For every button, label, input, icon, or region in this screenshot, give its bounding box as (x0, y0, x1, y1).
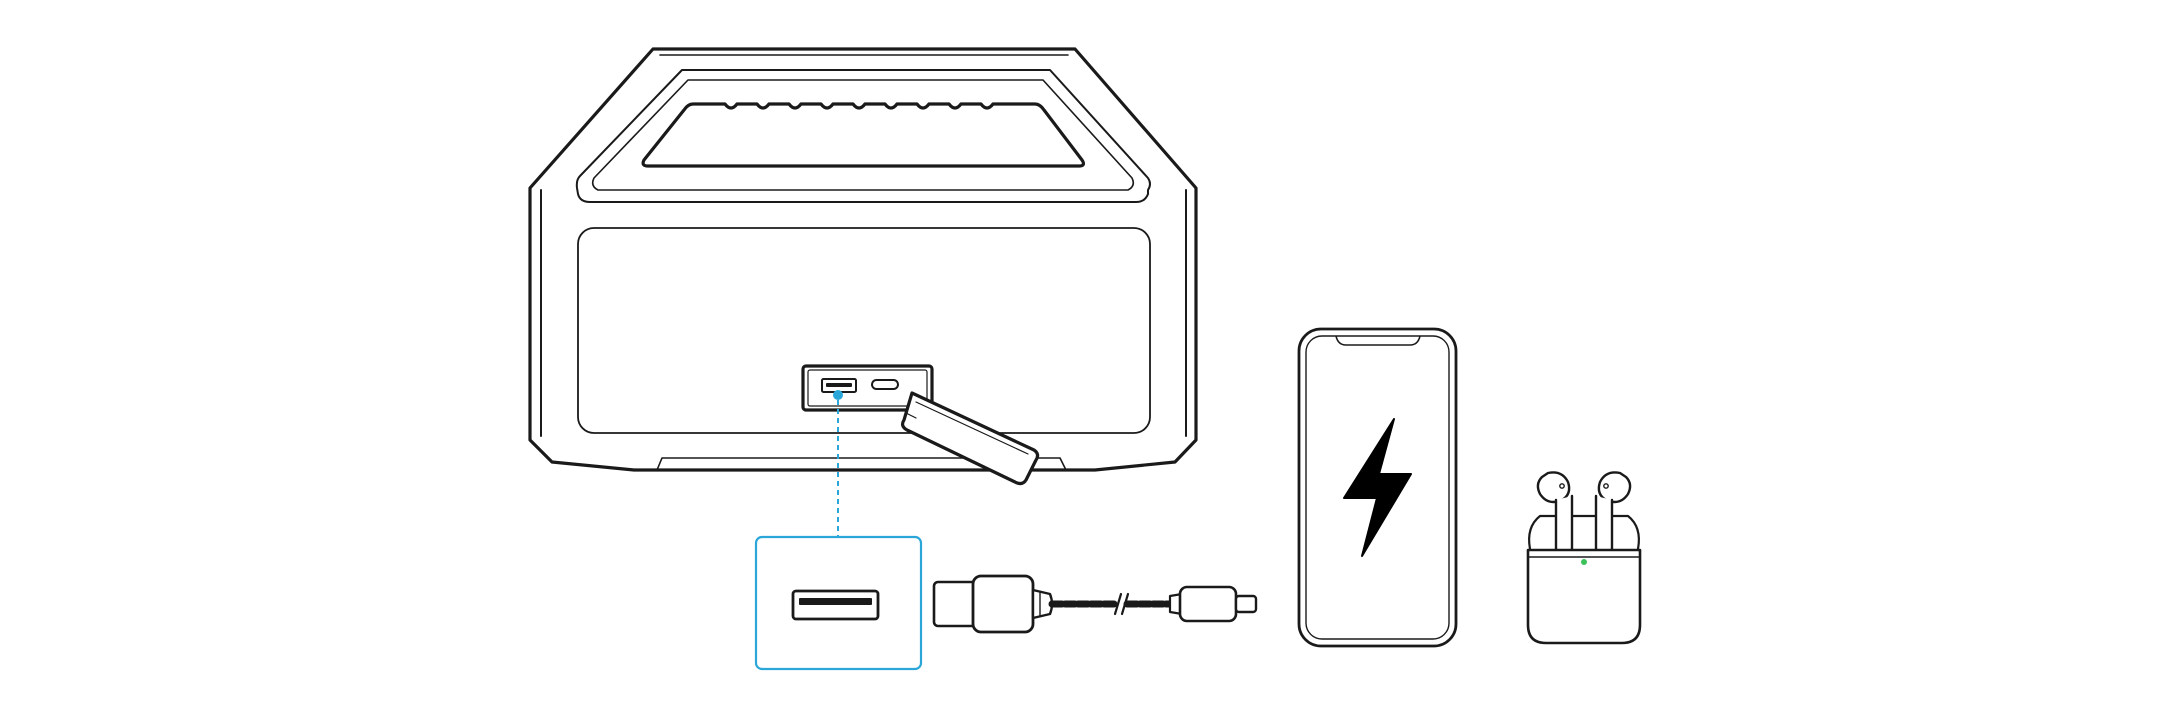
speaker-port-flap (900, 391, 1040, 486)
phone-icon (1297, 327, 1458, 648)
speaker-port-panel-inner (807, 369, 928, 407)
callout-box (754, 535, 923, 671)
cable-lightning-housing (1178, 585, 1238, 623)
lightning-bolt-icon (1343, 418, 1412, 557)
earbuds-case-body (1526, 548, 1642, 645)
cable-usb-a-housing (971, 574, 1035, 634)
speaker-outer-body (528, 47, 1198, 472)
earbuds-case-rim (1528, 514, 1640, 551)
phone-notch (1335, 335, 1421, 346)
phone-outer-body (1297, 327, 1458, 648)
speaker-icon (528, 47, 1198, 486)
usb-cable-icon (932, 574, 1258, 634)
speaker-usb-a-port-icon (821, 378, 857, 393)
earbuds-case-led (1581, 559, 1587, 565)
speaker-port-panel (801, 364, 934, 412)
speaker-handle-grip (641, 102, 1086, 168)
speaker-handle-inner-frame (591, 79, 1135, 191)
speaker-usb-c-port-icon (871, 379, 899, 390)
callout-anchor-dot (833, 390, 843, 400)
phone-screen (1305, 335, 1450, 640)
speaker-bottom-foot (656, 457, 1067, 471)
usb-port-callout (754, 390, 923, 671)
usb-a-port-icon (791, 589, 880, 621)
cable-usb-a-plug (932, 580, 978, 628)
earbuds-icon (1526, 471, 1642, 645)
cable-lightning-tip (1234, 594, 1258, 614)
speaker-grille-panel (577, 227, 1151, 434)
speaker-handle-frame (575, 69, 1151, 203)
